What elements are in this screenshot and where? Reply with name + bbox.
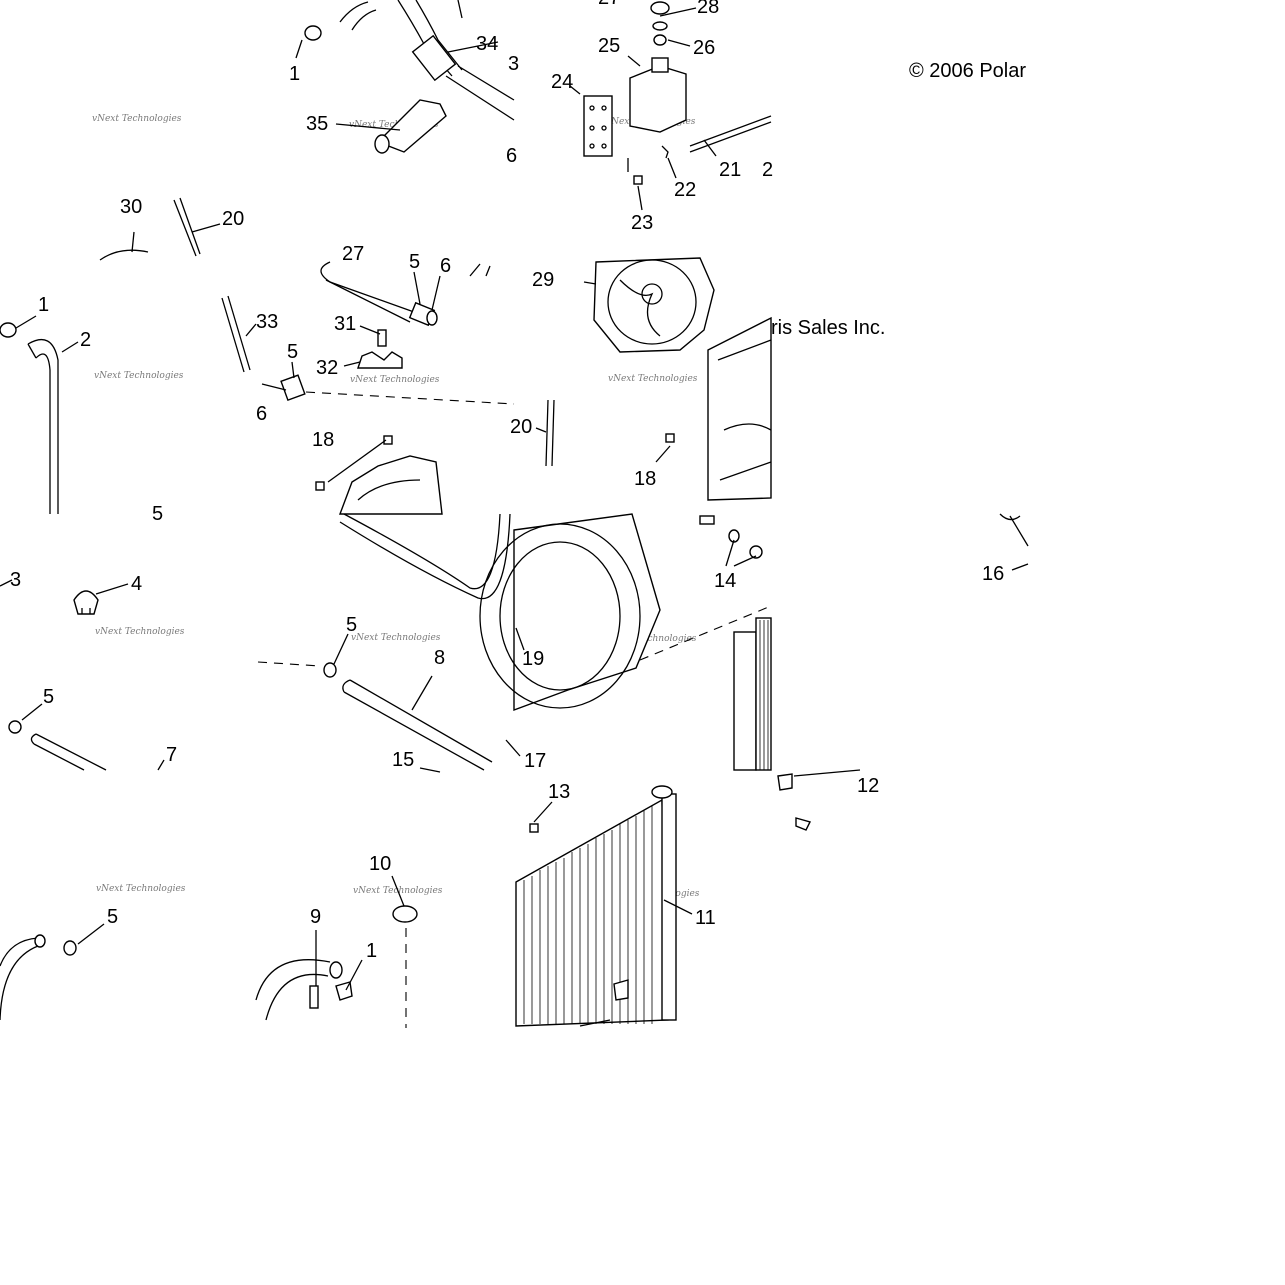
fan-shroud-lower-drawing	[315, 435, 443, 515]
callout-partial-6b: 6	[256, 403, 267, 425]
tube-33-drawing	[221, 295, 515, 405]
callout-5c: 5	[287, 341, 298, 363]
hose-34-drawing	[339, 0, 515, 121]
watermark: vNext Technologies	[350, 375, 440, 385]
callout-28: 28	[697, 0, 719, 18]
watermark: vNext Technologies	[349, 120, 439, 130]
callout-5f: 5	[107, 906, 118, 928]
callout-12: 12	[857, 775, 879, 797]
watermark: vNext Technologies	[94, 371, 184, 381]
callout-18b: 18	[634, 468, 656, 490]
callout-31: 31	[334, 313, 356, 335]
callout-23: 23	[631, 212, 653, 234]
watermark: vNext Technologies	[95, 627, 185, 637]
callout-24: 24	[551, 71, 573, 93]
callout-7: 7	[166, 744, 177, 766]
callout-3: 3	[10, 569, 21, 591]
callout-32: 32	[316, 357, 338, 379]
callout-9: 9	[310, 906, 321, 928]
callout-18: 18	[312, 429, 334, 451]
callout-partial-2: 2	[762, 159, 773, 181]
callout-22: 22	[674, 179, 696, 201]
leader-lines	[0, 7, 1029, 991]
hose-7-drawing	[8, 720, 107, 771]
callout-6: 6	[440, 255, 451, 277]
fan-shroud-frame-drawing	[545, 316, 772, 501]
watermark: vNext Technologies	[92, 114, 182, 124]
coolant-reservoir-drawing	[583, 1, 772, 185]
bracket-31-32-drawing	[357, 329, 403, 369]
callout-partial-6: 6	[506, 145, 517, 167]
callout-4: 4	[131, 573, 142, 595]
fan-shroud-ring-drawing	[479, 513, 772, 712]
blank-area-right	[1030, 0, 1285, 1030]
callout-17: 17	[524, 750, 546, 772]
callout-partial-5: 5	[152, 503, 163, 525]
hose-9-drawing	[255, 905, 418, 1028]
radiator-11-drawing	[515, 513, 1021, 1027]
callout-11: 11	[695, 907, 716, 929]
callout-33: 33	[256, 311, 278, 333]
watermark: vNext Technologies	[96, 884, 186, 894]
callout-27b: 27	[342, 243, 364, 265]
callout-1: 1	[289, 63, 300, 85]
hose-lower-left-drawing	[0, 934, 77, 1021]
callout-15: 15	[392, 749, 414, 771]
callout-1b: 1	[38, 294, 49, 316]
watermark: vNext Technologies	[607, 634, 697, 644]
callout-25: 25	[598, 35, 620, 57]
callout-13: 13	[548, 781, 570, 803]
copyright-text-part1: © 2006 Polar	[909, 60, 1026, 82]
watermark: vNext Technologies	[351, 633, 441, 643]
callout-10: 10	[369, 853, 391, 875]
hose-8-drawing	[257, 513, 511, 771]
clip-4-drawing	[73, 590, 99, 615]
callout-26: 26	[693, 37, 715, 59]
callout-35: 35	[306, 113, 328, 135]
callout-14: 14	[714, 570, 736, 592]
callout-16: 16	[982, 563, 1004, 585]
callout-5e: 5	[43, 686, 54, 708]
clamp-1-drawing	[295, 25, 322, 59]
callout-partial-3: 3	[508, 53, 519, 75]
copyright-text-part2: ris Sales Inc.	[771, 317, 885, 339]
hose-2-drawing	[0, 197, 201, 514]
callout-30: 30	[120, 196, 142, 218]
callout-29: 29	[532, 269, 554, 291]
radiator-side-drawing	[733, 617, 772, 771]
callout-20b: 20	[510, 416, 532, 438]
callout-labels: 27 28 1 34 3 25 26 24 35 6 21 2 22 23 30…	[10, 0, 1004, 962]
watermark: vNext Technologies	[608, 374, 698, 384]
hose-27-drawing	[320, 261, 491, 327]
callout-5d: 5	[346, 614, 357, 636]
fitting-35-drawing	[335, 99, 447, 154]
callout-20: 20	[222, 208, 244, 230]
callout-2: 2	[80, 329, 91, 351]
callout-8: 8	[434, 647, 445, 669]
callout-5b: 5	[409, 251, 420, 273]
callout-27: 27	[598, 0, 620, 9]
callout-21: 21	[719, 159, 741, 181]
callout-1c: 1	[366, 940, 377, 962]
callout-19: 19	[522, 648, 544, 670]
callout-34: 34	[476, 33, 498, 55]
blank-area	[0, 1030, 1285, 1285]
fan-29-drawing	[593, 257, 715, 353]
